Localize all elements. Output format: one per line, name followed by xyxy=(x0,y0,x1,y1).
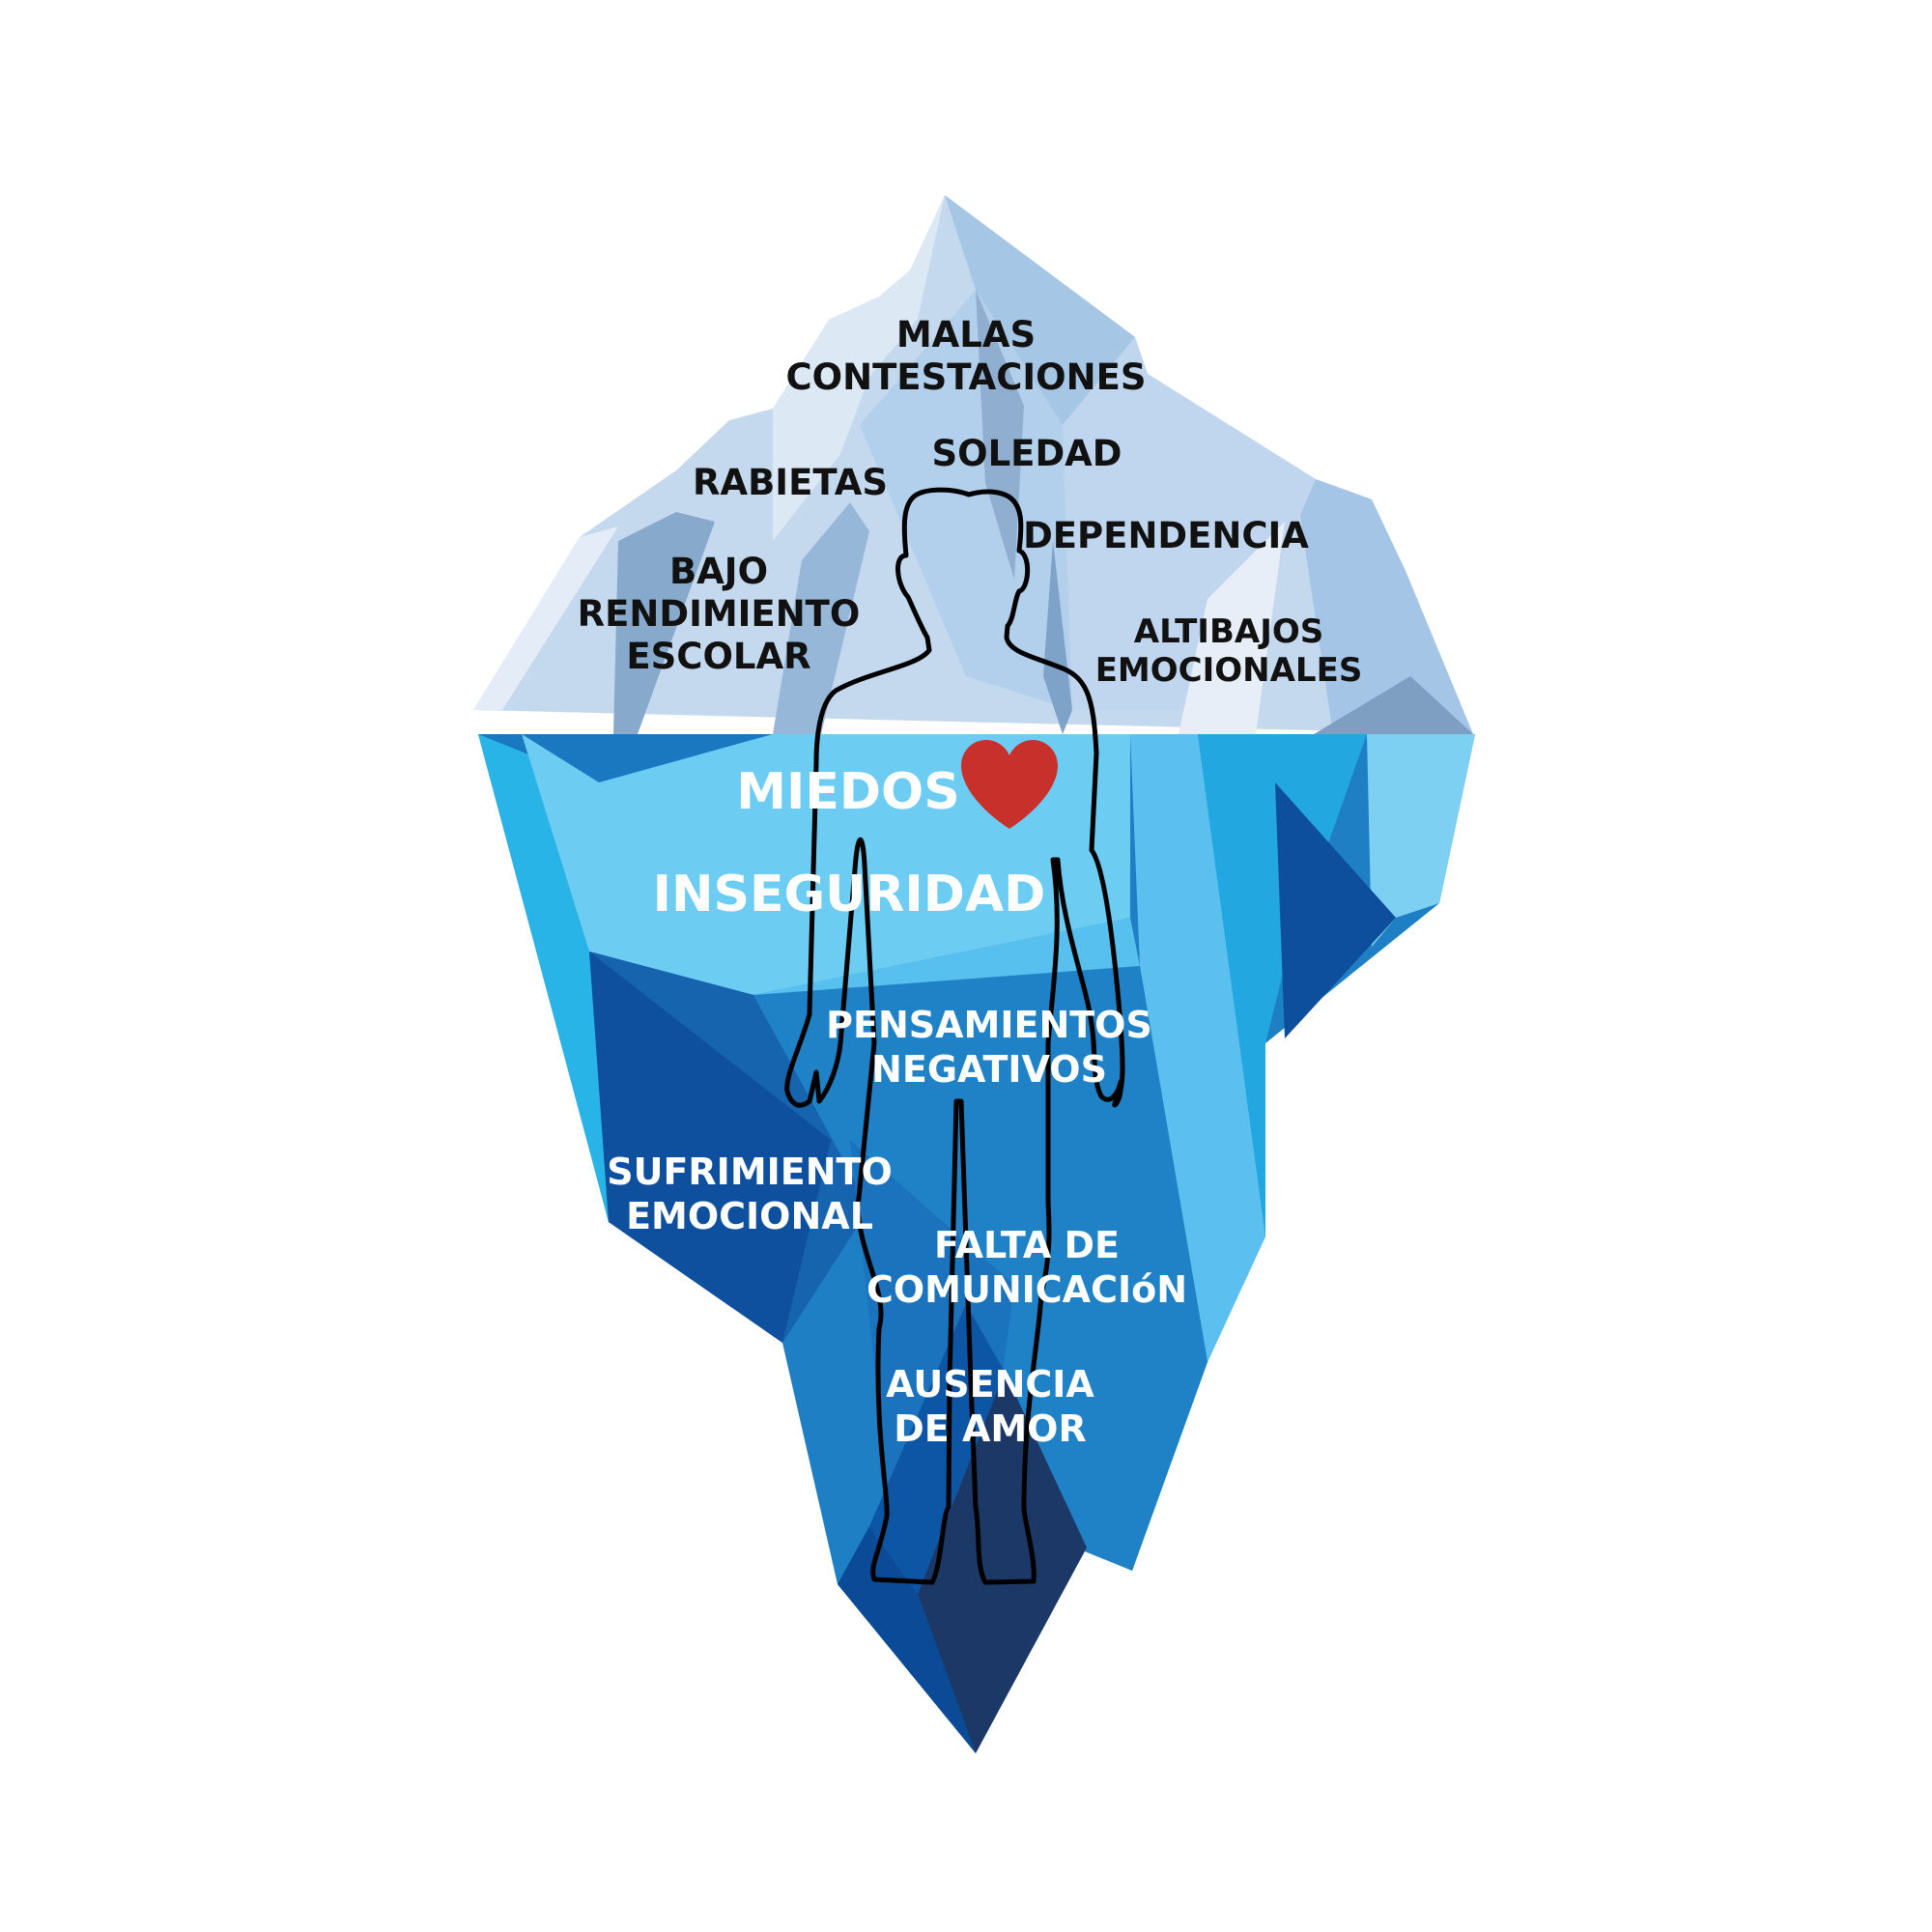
label-rabietas: RABIETAS xyxy=(692,462,889,503)
human-silhouette-icon xyxy=(784,487,1125,1585)
label-dependencia: DEPENDENCIA xyxy=(1023,515,1309,556)
label-malas-contestaciones: MALAS CONTESTACIONES xyxy=(785,314,1147,398)
label-soledad: SOLEDAD xyxy=(931,433,1122,474)
label-pensamientos-negativos: PENSAMIENTOS NEGATIVOS xyxy=(826,1004,1152,1091)
label-ausencia-de-amor: AUSENCIA DE AMOR xyxy=(886,1363,1094,1450)
iceberg-tip xyxy=(473,195,1473,734)
label-altibajos-emocionales: ALTIBAJOS EMOCIONALES xyxy=(1094,612,1363,690)
label-sufrimiento-emocional: SUFRIMIENTO EMOCIONAL xyxy=(607,1151,893,1237)
label-bajo-rendimiento-escolar: BAJO RENDIMIENTO ESCOLAR xyxy=(577,551,861,677)
label-miedos: MIEDOS xyxy=(736,763,960,821)
label-falta-de-comunicacion: FALTA DE COMUNICACIóN xyxy=(866,1224,1188,1311)
heart-icon xyxy=(961,740,1058,829)
label-inseguridad: INSEGURIDAD xyxy=(652,866,1046,923)
